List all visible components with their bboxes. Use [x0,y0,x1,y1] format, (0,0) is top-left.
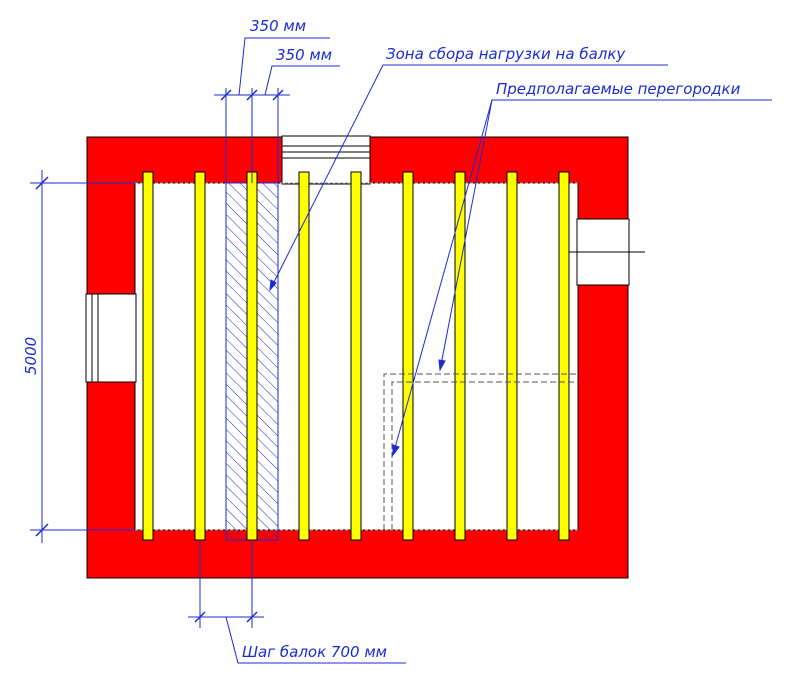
bottom-dimension [188,540,406,664]
beam [402,171,414,541]
partitions [383,373,580,530]
beam [246,171,258,541]
top-dimension [214,37,340,183]
leader-load-zone [269,64,668,292]
beam-step-label: Шаг балок 700 мм [242,643,387,661]
partitions-label: Предполагаемые перегородки [496,80,741,98]
load-zone-label: Зона сбора нагрузки на балку [386,45,626,63]
leader-partitions [392,99,772,457]
beam [142,171,154,541]
openings [85,135,645,383]
dim-top-2-label: 350 мм [276,46,332,64]
right-opening [560,218,645,286]
dim-top-1-label: 350 мм [250,17,306,35]
beam [558,171,570,541]
height-dim-label: 5000 [22,337,40,375]
beam [506,171,518,541]
left-opening [85,293,137,383]
beam [454,171,466,541]
beam [350,171,362,541]
beam [298,171,310,541]
beams [142,171,570,541]
beam [194,171,206,541]
left-dimension [30,170,135,543]
